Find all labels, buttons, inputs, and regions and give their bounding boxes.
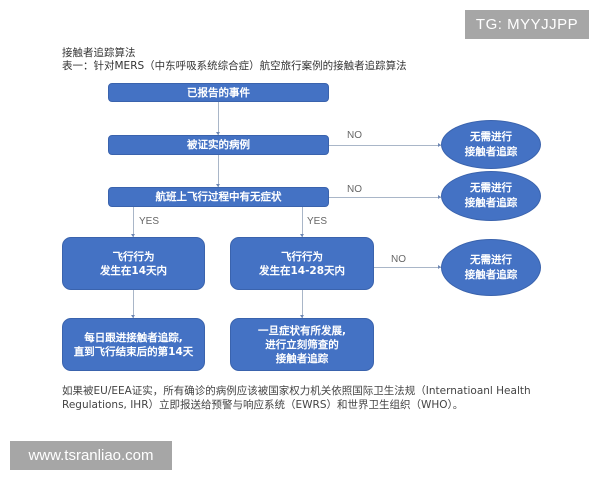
- edge-label-no: NO: [391, 254, 406, 265]
- arrow-right-icon: [438, 195, 441, 199]
- arrow-down-icon: [131, 315, 135, 318]
- node-no-tracing-needed-2: 无需进行 接触者追踪: [441, 171, 541, 221]
- edge-label-yes: YES: [307, 216, 328, 227]
- node-immediate-screening: 一旦症状有所发展, 进行立刻筛查的 接触者追踪: [230, 318, 374, 371]
- connector-left-down: [133, 290, 134, 318]
- arrow-down-icon: [131, 234, 135, 237]
- connector-yes-left: [133, 207, 134, 237]
- connector-no-2: [329, 197, 441, 198]
- connector-no-1: [329, 145, 441, 146]
- edge-label-no: NO: [347, 130, 362, 141]
- arrow-down-icon: [300, 315, 304, 318]
- connector-event-to-confirmed: [218, 102, 219, 135]
- diagram-title: 接触者追踪算法: [62, 47, 136, 59]
- connector-right-down: [302, 290, 303, 318]
- arrow-right-icon: [438, 143, 441, 147]
- node-no-tracing-needed-1: 无需进行 接触者追踪: [441, 120, 541, 169]
- footnote: 如果被EU/EEA证实，所有确诊的病例应该被国家权力机关依照国际卫生法规（Int…: [62, 385, 531, 411]
- node-flight-within-14-days: 飞行行为 发生在14天内: [62, 237, 205, 290]
- connector-confirmed-to-symptoms: [218, 155, 219, 187]
- connector-no-3: [374, 267, 441, 268]
- edge-label-no: NO: [347, 184, 362, 195]
- node-no-tracing-needed-3: 无需进行 接触者追踪: [441, 239, 541, 296]
- arrow-down-icon: [300, 234, 304, 237]
- watermark-tg: TG: MYYJJPP: [465, 10, 589, 39]
- arrow-down-icon: [216, 184, 220, 187]
- node-daily-contact-tracing: 每日跟进接触者追踪, 直到飞行结束后的第14天: [62, 318, 205, 371]
- node-confirmed-case: 被证实的病例: [108, 135, 329, 155]
- node-symptoms-in-flight: 航班上飞行过程中有无症状: [108, 187, 329, 207]
- arrow-right-icon: [438, 265, 441, 269]
- node-flight-14-28-days: 飞行行为 发生在14-28天内: [230, 237, 374, 290]
- node-reported-event: 已报告的事件: [108, 83, 329, 102]
- edge-label-yes: YES: [139, 216, 160, 227]
- connector-yes-right: [302, 207, 303, 237]
- diagram-subtitle: 表一：针对MERS（中东呼吸系统综合症）航空旅行案例的接触者追踪算法: [62, 60, 407, 72]
- watermark-url: www.tsranliao.com: [10, 441, 172, 470]
- arrow-down-icon: [216, 132, 220, 135]
